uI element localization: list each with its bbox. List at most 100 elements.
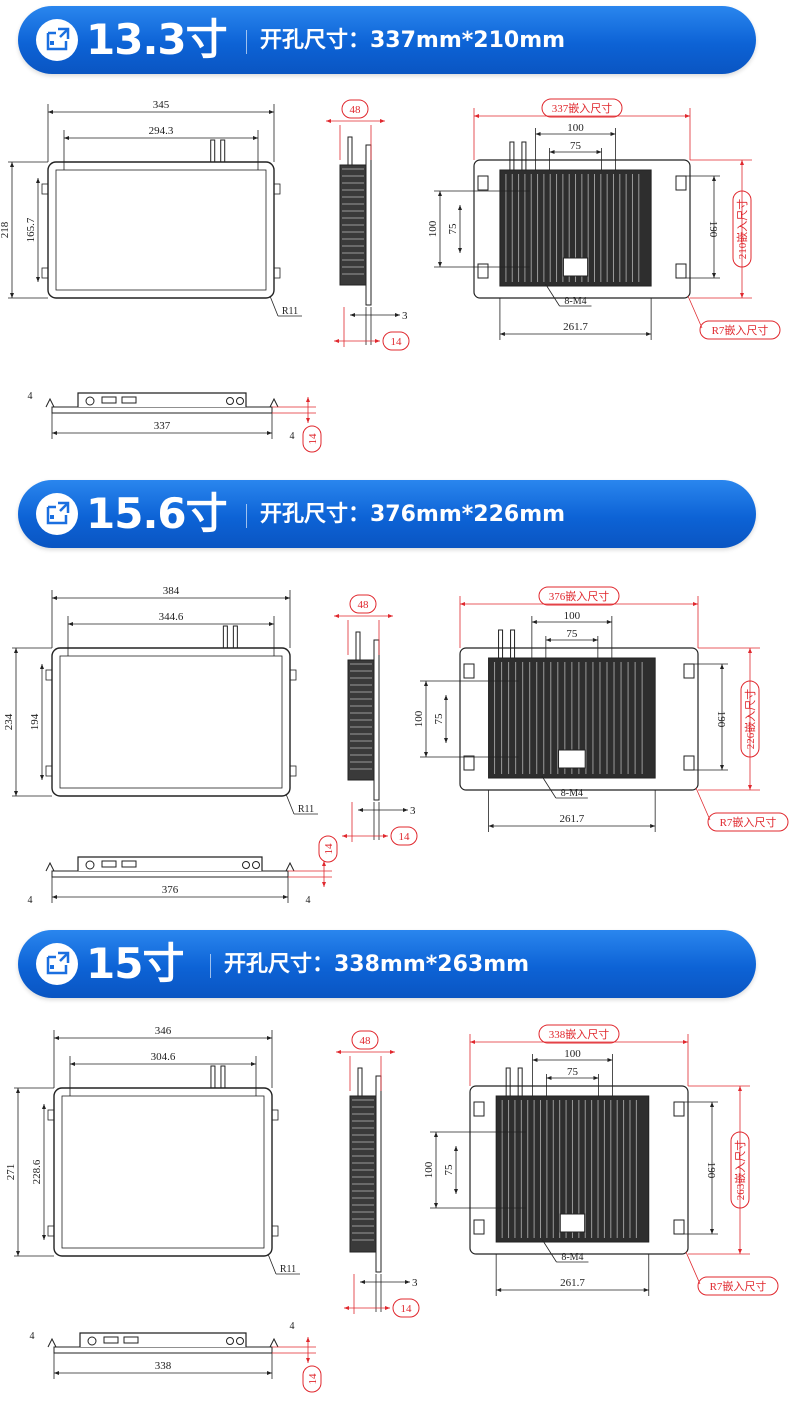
dimension-label: 100 bbox=[564, 1048, 581, 1060]
red-dimension-label: 14 bbox=[323, 843, 335, 855]
cutout-size-label: 开孔尺寸：376mm*226mm bbox=[260, 502, 566, 527]
red-dimension-label: 14 bbox=[391, 336, 403, 348]
dimension-label: 4 bbox=[290, 1321, 295, 1332]
dimension-label: 338 bbox=[155, 1360, 172, 1372]
dimension-label: 75 bbox=[570, 140, 582, 152]
embed-width-badge: 338嵌入尺寸 bbox=[538, 1024, 620, 1044]
dimension-label: 3 bbox=[412, 1277, 418, 1289]
display-size-icon bbox=[36, 493, 78, 535]
embed-height-badge: 263嵌入尺寸 bbox=[730, 1131, 750, 1209]
size-banner: 15寸 开孔尺寸：338mm*263mm bbox=[18, 930, 756, 998]
side-view: 48 3 14 bbox=[334, 594, 418, 846]
divider bbox=[210, 954, 211, 978]
red-dimension-label: 48 bbox=[360, 1035, 372, 1047]
dimension-label: 4 bbox=[28, 895, 33, 906]
dimension-label: 344.6 bbox=[159, 611, 184, 623]
red-dimension-label: 14 bbox=[307, 1373, 319, 1385]
red-dimension-label: R7嵌入尺寸 bbox=[710, 1279, 767, 1293]
dimension-label: 384 bbox=[163, 585, 180, 597]
screen-size-title: 13.3寸 bbox=[86, 15, 228, 64]
red-dimension-label: 210嵌入尺寸 bbox=[735, 199, 749, 260]
screen-size-title: 15.6寸 bbox=[86, 489, 228, 538]
red-dimension-label: 226嵌入尺寸 bbox=[743, 689, 757, 750]
dimension-label: 75 bbox=[443, 1164, 455, 1176]
dimension-label: 271 bbox=[5, 1164, 17, 1181]
dimension-label: 346 bbox=[155, 1025, 172, 1037]
dimension-label: 100 bbox=[567, 122, 584, 134]
dimension-label: 228.6 bbox=[31, 1159, 43, 1184]
dimension-label: 75 bbox=[566, 628, 578, 640]
dimension-label: R11 bbox=[298, 804, 314, 815]
screen-size-title: 15寸 bbox=[86, 939, 184, 988]
side-depth-badge: 48 bbox=[351, 1030, 379, 1050]
dimension-label: 337 bbox=[154, 420, 171, 432]
bottom-thickness-badge: 14 bbox=[302, 425, 322, 453]
display-size-icon bbox=[36, 19, 78, 61]
embed-width-badge: 376嵌入尺寸 bbox=[538, 586, 620, 606]
bottom-view: 338 4 4 14 bbox=[30, 1321, 322, 1393]
side-total-badge: 14 bbox=[390, 826, 418, 846]
red-dimension-label: 14 bbox=[401, 1303, 413, 1315]
side-view: 48 3 14 bbox=[336, 1030, 420, 1318]
dimension-label: 190 bbox=[707, 221, 719, 238]
side-total-badge: 14 bbox=[392, 1298, 420, 1318]
dimension-label: 190 bbox=[715, 711, 727, 728]
dimension-label: 75 bbox=[447, 223, 459, 235]
dimension-label: 8-M4 bbox=[564, 296, 586, 307]
red-dimension-label: 338嵌入尺寸 bbox=[549, 1027, 610, 1041]
divider bbox=[246, 504, 247, 528]
side-view: 48 3 14 bbox=[326, 99, 410, 351]
red-dimension-label: R7嵌入尺寸 bbox=[712, 323, 769, 337]
cutout-size-label: 开孔尺寸：338mm*263mm bbox=[224, 952, 530, 977]
red-dimension-label: 263嵌入尺寸 bbox=[733, 1140, 747, 1201]
dimension-label: 8-M4 bbox=[561, 788, 583, 799]
size-banner: 15.6寸 开孔尺寸：376mm*226mm bbox=[18, 480, 756, 548]
embed-height-badge: 226嵌入尺寸 bbox=[740, 680, 760, 758]
red-dimension-label: 14 bbox=[399, 831, 411, 843]
dimension-label: 100 bbox=[427, 220, 439, 237]
display-size-icon bbox=[36, 943, 78, 985]
embed-height-badge: 210嵌入尺寸 bbox=[732, 190, 752, 268]
red-dimension-label: 48 bbox=[358, 599, 370, 611]
dimension-label: R11 bbox=[282, 306, 298, 317]
dimension-label: 75 bbox=[433, 713, 445, 725]
dimension-label: 3 bbox=[402, 310, 408, 322]
dimension-label: 261.7 bbox=[559, 813, 584, 825]
dimension-label: 75 bbox=[567, 1066, 579, 1078]
dimension-label: 261.7 bbox=[560, 1277, 585, 1289]
side-total-badge: 14 bbox=[382, 331, 410, 351]
dimension-label: 234 bbox=[3, 713, 15, 730]
dimension-label: 190 bbox=[705, 1162, 717, 1179]
dimension-label: 165.7 bbox=[25, 217, 37, 242]
dimension-label: 218 bbox=[0, 221, 11, 238]
dimension-label: 100 bbox=[423, 1161, 435, 1178]
bottom-thickness-badge: 14 bbox=[302, 1365, 322, 1393]
dimension-label: 304.6 bbox=[151, 1051, 176, 1063]
embed-width-badge: 337嵌入尺寸 bbox=[541, 98, 623, 118]
dimension-label: 3 bbox=[410, 805, 416, 817]
dimension-label: 4 bbox=[30, 1331, 35, 1342]
dimension-label: 194 bbox=[29, 713, 41, 730]
dimension-label: 4 bbox=[28, 391, 33, 402]
divider bbox=[246, 30, 247, 54]
red-dimension-label: 48 bbox=[350, 104, 362, 116]
red-dimension-label: R7嵌入尺寸 bbox=[720, 815, 777, 829]
dimension-label: 294.3 bbox=[149, 125, 174, 137]
dimension-label: 100 bbox=[413, 710, 425, 727]
dimension-label: R11 bbox=[280, 1264, 296, 1275]
red-dimension-label: 376嵌入尺寸 bbox=[549, 589, 610, 603]
dimension-label: 376 bbox=[162, 884, 179, 896]
side-depth-badge: 48 bbox=[341, 99, 369, 119]
dimension-label: 345 bbox=[153, 99, 170, 111]
red-dimension-label: 337嵌入尺寸 bbox=[552, 101, 613, 115]
